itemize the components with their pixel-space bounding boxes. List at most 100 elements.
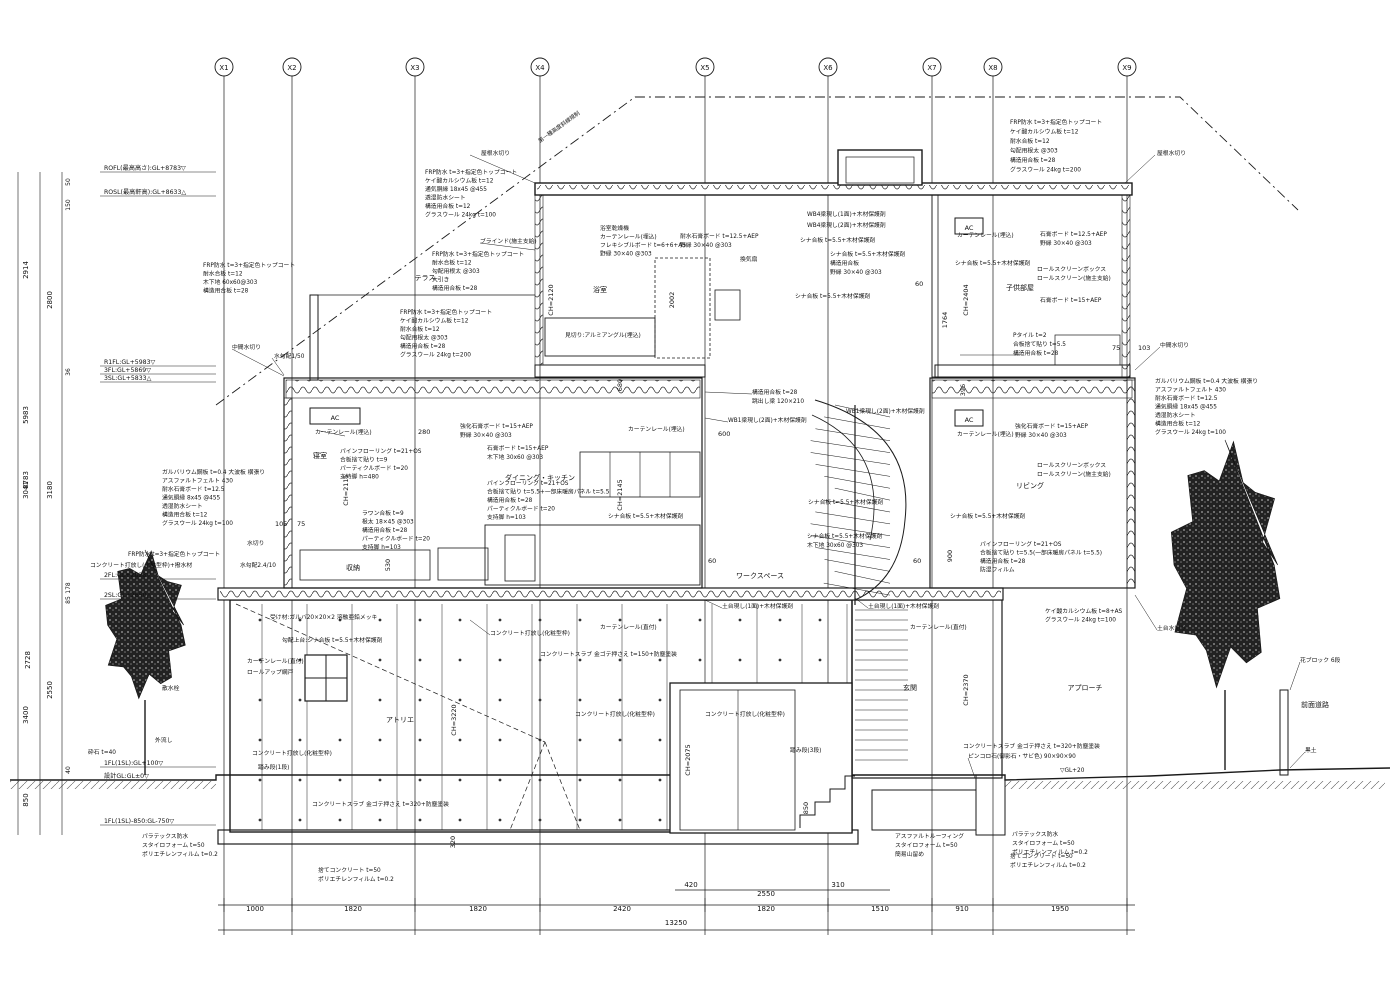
note-asphalt: 簡易山留め — [895, 850, 924, 858]
dim-small-d280: 280 — [418, 428, 430, 436]
note-asphalt: スタイロフォーム t=50 — [895, 841, 958, 849]
level-label: ROSL(最高軒高):GL+8633△ — [104, 188, 186, 196]
note-dining: パーティクルボード t=20 — [487, 505, 555, 513]
label-shina6: シナ合板 t=5.5+木材保護剤 — [955, 259, 1030, 267]
grid-bubble — [695, 57, 715, 77]
spiral-stair — [810, 399, 908, 761]
label-gl: ▽GL+20 — [1060, 768, 1085, 774]
label-mid_drain_l: 中間水切り — [232, 343, 261, 351]
room-name: テラス — [415, 274, 436, 282]
stair-tread — [834, 404, 891, 418]
dim-small-d396: 396 — [959, 384, 967, 396]
note-found_right: ポリエチレンフィルム t=0.2 — [1012, 848, 1088, 856]
label-shina3: シナ合板 t=5.5+木材保護剤 — [950, 512, 1025, 520]
leader-line — [1124, 154, 1156, 184]
note-bath: 浴室乾燥機 — [600, 224, 629, 232]
leader-line — [469, 154, 536, 184]
stair-tread — [823, 499, 891, 513]
note-terrace2: 勾配用根太 @303 — [432, 267, 480, 275]
label-sill1: 土台現し(1面)+木材保護剤 — [722, 602, 793, 610]
note-parapet_left: 構造用合板 t=28 — [203, 287, 249, 295]
dim-small-d103: 103 — [1138, 344, 1150, 352]
leader-line — [1289, 751, 1306, 769]
note-terrace2: 構造用合板 t=28 — [432, 284, 478, 292]
height-limit-path — [215, 96, 1299, 406]
note-roof_right: 勾配用根太 @303 — [1010, 147, 1058, 155]
note-floor2: 合板捨て貼り t=9 — [340, 456, 388, 464]
label-kozo: 構造用合板 t=28 — [752, 388, 798, 396]
door-panel — [679, 689, 796, 831]
ceiling-height-label: CH=2370 — [962, 674, 970, 705]
label-curtain_d2: カーテンレール(直付) — [910, 623, 967, 631]
label-step_stone: 砕石 t=40 — [88, 748, 116, 756]
ceiling-height-label: CH=2145 — [616, 479, 624, 510]
pit-box — [871, 789, 977, 831]
note-under_floor: グラスウール 24kg t=100 — [1045, 616, 1116, 624]
dim-label-stair: 2550 — [757, 890, 775, 898]
grid-bubble — [405, 57, 425, 77]
label-conc2: コンクリート打放し(化粧型枠) — [575, 710, 655, 718]
label-wb1b: WB1梁現し(2面)+木材保護剤 — [846, 407, 925, 415]
ground-hatch — [1005, 781, 1385, 789]
note-wall_right: 通気胴縁 18x45 @455 — [1155, 403, 1217, 411]
stair-tread — [834, 487, 891, 501]
grid-bubble — [1117, 57, 1137, 77]
note-child_tile: 合板捨て貼り t=5.5 — [1013, 340, 1066, 348]
room-name: 寝室 — [313, 451, 327, 460]
label-slope2: 水勾配2.4/10 — [240, 561, 276, 569]
note-wall_right: 透湿防水シート — [1155, 411, 1196, 419]
note-terrace2: FRP防水 t=3+指定色トップコート — [432, 250, 524, 258]
skylight-inner — [845, 156, 915, 184]
tree-canopy — [1170, 439, 1281, 689]
dim-small-d2002: 2002 — [668, 292, 676, 309]
ceiling-height-label: CH=2075 — [684, 744, 692, 775]
ac-unit — [309, 407, 361, 425]
note-bed_ceil2: 石膏ボード t=15+AEP — [487, 444, 549, 452]
note-living_ceil: 強化石膏ボード t=15+AEP — [1015, 422, 1088, 430]
leader-line — [854, 597, 869, 609]
label-sill3: 土台水切り — [1157, 624, 1186, 632]
note-wb_beam: WB4梁現し(2面)+木材保護剤 — [807, 221, 886, 229]
note-living_floor: パインフローリング t=21+OS — [980, 540, 1062, 548]
note-roof_left: 透湿防水シート — [425, 194, 466, 202]
label-step1: 踏み段(1段) — [258, 763, 289, 771]
dim-label-v: 3041 — [22, 481, 30, 499]
dim-small-d60b: 60 — [708, 557, 716, 565]
entrance-door-frame — [669, 682, 853, 834]
dim-label-stair: 310 — [831, 881, 844, 889]
wall-3f-left — [534, 194, 544, 366]
note-bath: 野縁 30×40 @303 — [600, 250, 652, 258]
note-terrace: グラスウール 24kg t=200 — [400, 351, 471, 359]
dim-label-v: 8783 — [22, 471, 30, 489]
room-name: 前面道路 — [1301, 700, 1329, 709]
note-bed_ceil2: 木下地 30x60 @303 — [487, 453, 543, 461]
dim-label-bottom: 1820 — [469, 905, 487, 913]
grid-bubble — [214, 57, 234, 77]
shower — [654, 257, 711, 359]
label-stand_pipe: 散水栓 — [162, 684, 180, 692]
dim-label-bottom: 2420 — [613, 905, 631, 913]
room-name: アプローチ — [1068, 684, 1103, 692]
label-kozo2: 跳出し梁 120×210 — [752, 397, 804, 405]
note-wall_right: グラスウール 24kg t=100 — [1155, 428, 1226, 436]
note-found_right: スタイロフォーム t=50 — [1012, 839, 1075, 847]
note-wall_left: アスファルトフェルト 430 — [162, 478, 233, 485]
note-wb_beam2: 構造用合板 — [830, 259, 859, 267]
room-name: アトリエ — [386, 716, 414, 724]
height-limit-line: 第一種高度斜線規制 — [215, 96, 1299, 406]
label-curtain_rail3: カーテンレール(埋込) — [957, 231, 1014, 239]
dim-label-v: 178 — [65, 582, 72, 594]
note-bath: カーテンレール(埋込) — [600, 233, 657, 241]
note-living_blind: ロールスクリーンボックス — [1037, 461, 1106, 469]
dim-label-v: 36 — [65, 368, 72, 376]
note-child_tile: Pタイル t=2 — [1013, 331, 1047, 339]
label-roof_drain_l: 屋根水切り — [481, 149, 510, 157]
dim-label-v: 2800 — [46, 291, 54, 309]
note-bath2: 野縁 30×40 @303 — [680, 241, 732, 249]
note-roof_left: FRP防水 t=3+指定色トップコート — [425, 168, 517, 176]
floor-3-floor-insul — [285, 379, 701, 399]
stair-tread — [815, 428, 891, 442]
note-roof_left: 構造用合板 t=12 — [425, 202, 471, 210]
